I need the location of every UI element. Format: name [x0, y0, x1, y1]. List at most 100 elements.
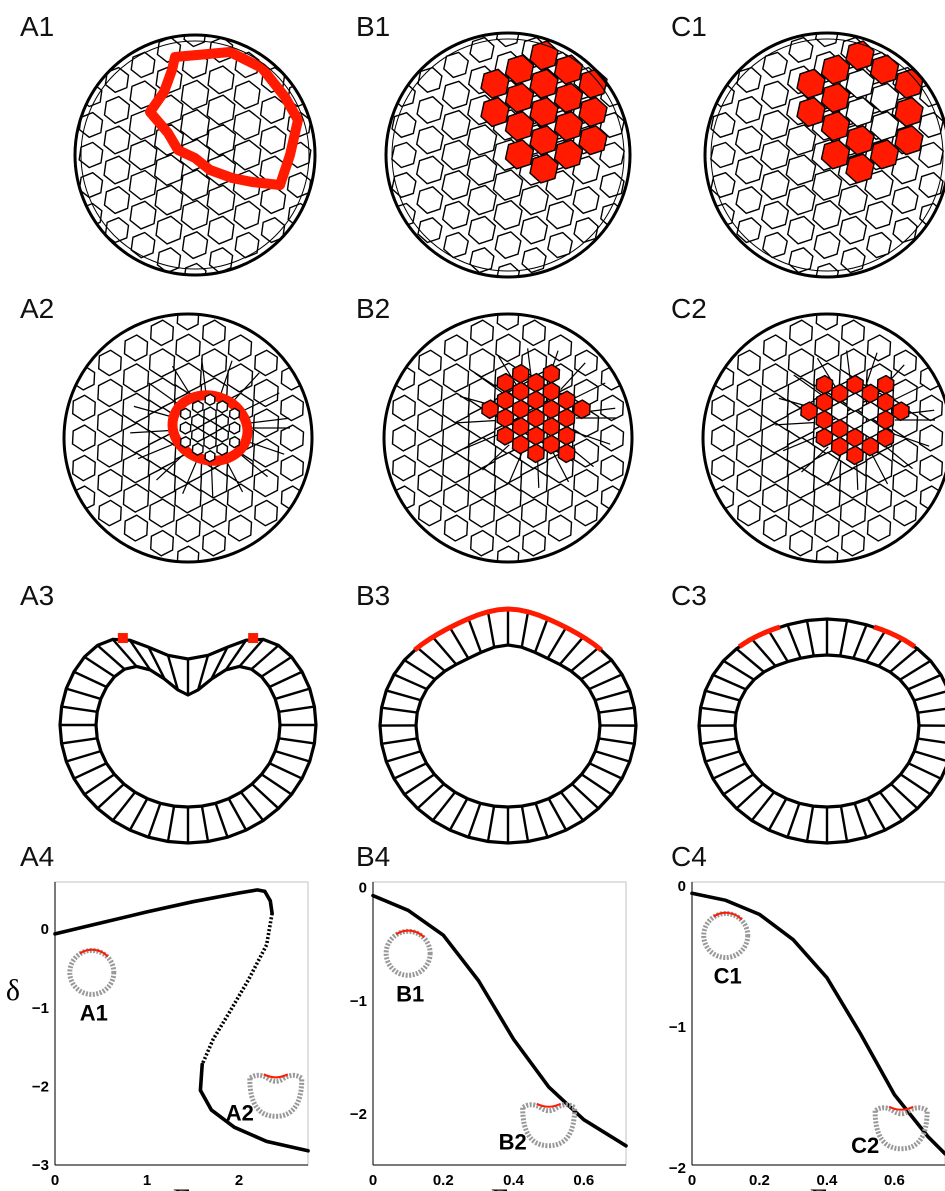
cell	[180, 79, 210, 111]
cell	[891, 438, 919, 468]
cell	[762, 514, 788, 542]
highlight-arc	[873, 624, 917, 649]
cell-wall	[588, 762, 623, 780]
highlight-cell	[527, 425, 545, 446]
cell	[494, 482, 522, 514]
stretched-cell-edge	[246, 440, 285, 455]
plot-c4: 00.20.40.60−1−2ΓC1C2	[669, 878, 945, 1191]
cell	[416, 95, 444, 124]
highlight-cell	[496, 372, 515, 393]
cell	[521, 319, 547, 347]
cell	[417, 378, 443, 408]
highlight-cell	[542, 434, 561, 455]
cell-wall	[580, 659, 613, 681]
cell	[442, 363, 470, 393]
cell	[838, 467, 868, 499]
stretched-cell-edge	[889, 384, 925, 403]
cell-wall	[533, 618, 549, 653]
highlight-cell	[481, 399, 500, 420]
y-tick-label: −2	[32, 1078, 49, 1095]
cell	[391, 454, 416, 482]
highlight-cell	[815, 374, 834, 395]
cell	[788, 319, 814, 347]
cell	[760, 139, 790, 171]
cell	[191, 442, 204, 456]
stretched-cell-edge	[801, 446, 829, 473]
cell	[736, 378, 762, 408]
cell	[710, 454, 735, 482]
panel-label-c4: C4	[671, 841, 707, 872]
highlight-cell	[529, 125, 559, 156]
stretched-cell-edge	[482, 444, 510, 471]
x-tick-label: 0	[688, 1172, 696, 1189]
inset-highlight	[888, 1105, 914, 1111]
cell	[865, 483, 893, 513]
highlight-cell	[511, 381, 530, 402]
highlight-arc	[737, 624, 781, 649]
highlight-cell	[815, 409, 834, 431]
y-tick-label: 0	[41, 921, 49, 938]
cell-wall	[83, 773, 116, 796]
cross-section-a3	[58, 633, 318, 845]
cell	[129, 80, 157, 110]
cell	[760, 80, 790, 110]
cell	[572, 438, 600, 468]
cell	[547, 231, 573, 259]
cell	[179, 108, 211, 142]
cell	[760, 169, 790, 201]
cell	[814, 33, 840, 48]
cell	[179, 435, 192, 449]
cell	[154, 184, 184, 216]
cell	[441, 200, 471, 230]
x-tick-label: 1	[143, 1172, 151, 1189]
stretched-cell-edge	[865, 352, 878, 386]
cell-wall	[61, 737, 98, 745]
stretched-cell-edge	[775, 421, 816, 426]
highlight-cell	[542, 363, 561, 384]
cell	[227, 514, 253, 542]
cell-wall	[877, 638, 904, 667]
cell	[760, 109, 790, 141]
x-tick-label: 0.4	[817, 1172, 839, 1189]
cell	[204, 393, 216, 407]
basal-surface	[414, 643, 602, 809]
cell-wall	[839, 805, 849, 842]
stretched-cell-edge	[793, 374, 825, 398]
cell-wall	[65, 749, 102, 763]
cell	[216, 400, 229, 414]
cell	[761, 483, 789, 513]
cell	[468, 348, 496, 378]
highlight-cell	[820, 139, 851, 170]
cell	[280, 454, 305, 482]
cell	[71, 394, 96, 422]
cell	[122, 363, 150, 393]
inset-ring	[67, 947, 117, 997]
highlight-cell	[557, 390, 576, 411]
cell-wall	[712, 762, 747, 780]
cell-wall	[467, 802, 482, 838]
cell	[866, 334, 892, 362]
cell	[495, 333, 521, 363]
cell-wall	[805, 805, 815, 842]
cell-wall	[767, 630, 789, 663]
cell	[467, 215, 497, 245]
cell-wall	[278, 737, 315, 745]
cell-wall	[735, 783, 764, 810]
cell	[830, 401, 849, 422]
cell	[496, 314, 520, 331]
panel-label-a2: A2	[20, 293, 54, 324]
cell-wall	[214, 802, 229, 838]
highlight-cell	[504, 54, 535, 85]
x-axis-title: Γ	[491, 1183, 508, 1191]
cell	[149, 319, 175, 347]
stretched-cell-edge	[891, 432, 930, 447]
cell	[122, 392, 150, 424]
cell	[736, 468, 762, 498]
cell	[521, 529, 547, 557]
panel-label-b3: B3	[356, 580, 390, 611]
cell-wall	[879, 791, 904, 822]
cell-wall	[735, 647, 765, 673]
cell	[761, 363, 789, 393]
cell	[811, 169, 843, 201]
